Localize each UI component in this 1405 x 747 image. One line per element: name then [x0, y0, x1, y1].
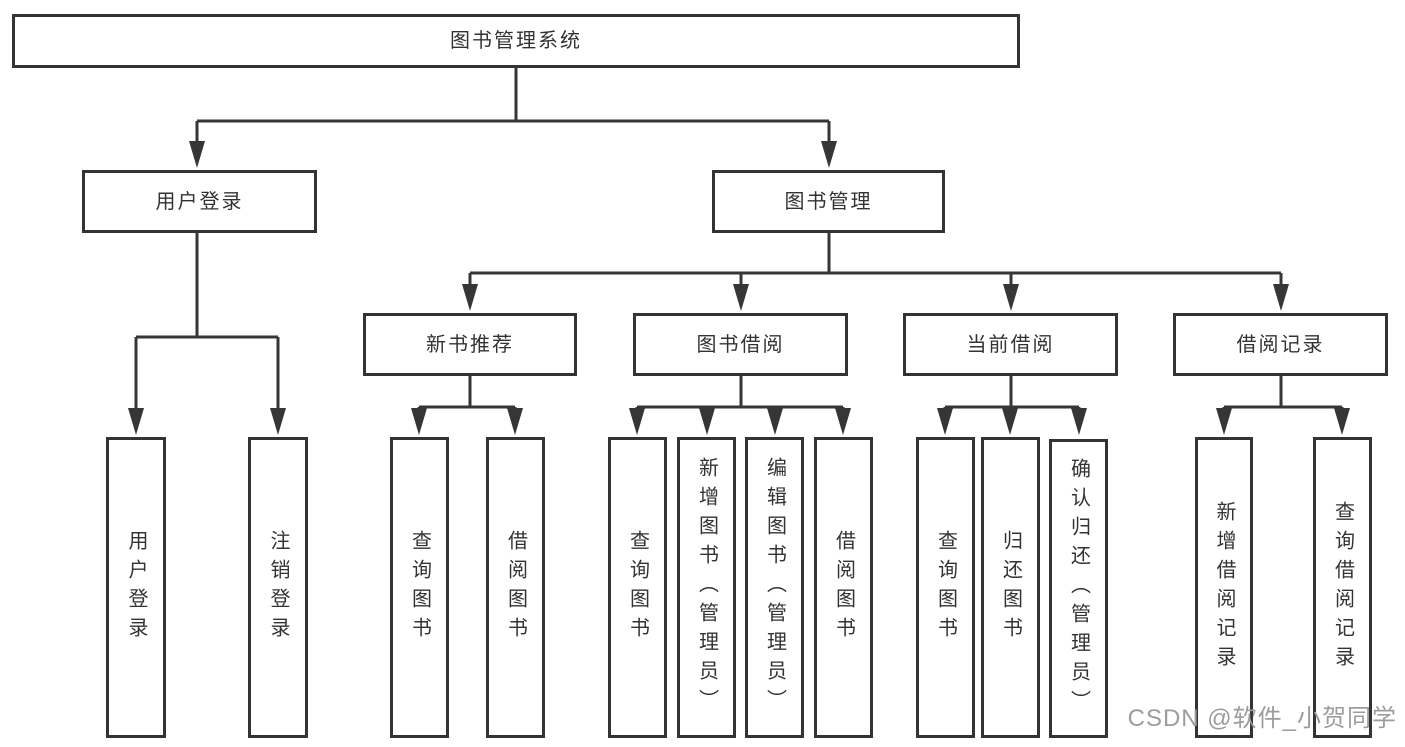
leaf-confirm-return-admin: 确认归还（管理员）	[1049, 439, 1108, 738]
leaf-add-borrow-record: 新增借阅记录	[1195, 437, 1253, 738]
leaf-add-book-admin-label: 新增图书（管理员）	[695, 457, 718, 718]
leaf-borrow-books-recommend-label: 借阅图书	[504, 529, 527, 646]
leaf-edit-book-admin: 编辑图书（管理员）	[745, 437, 804, 738]
leaf-return-book: 归还图书	[981, 437, 1040, 738]
leaf-confirm-return-admin-label: 确认归还（管理员）	[1067, 458, 1090, 719]
leaf-query-books-current: 查询图书	[916, 437, 975, 738]
node-library-management-system: 图书管理系统	[12, 14, 1020, 68]
leaf-add-book-admin: 新增图书（管理员）	[677, 437, 736, 738]
leaf-query-borrow-record-label: 查询借阅记录	[1331, 500, 1354, 675]
leaf-borrow-books-label: 借阅图书	[832, 529, 855, 646]
leaf-user-login-label: 用户登录	[125, 529, 147, 646]
leaf-query-books-borrow: 查询图书	[608, 437, 667, 738]
leaf-query-borrow-record: 查询借阅记录	[1313, 437, 1372, 738]
node-user-login-branch: 用户登录	[82, 170, 317, 233]
node-book-management: 图书管理	[712, 170, 945, 233]
node-book-borrow: 图书借阅	[633, 313, 848, 376]
leaf-query-books-recommend-label: 查询图书	[408, 529, 431, 646]
leaf-logout-label: 注销登录	[267, 529, 289, 646]
leaf-query-books-recommend: 查询图书	[390, 437, 449, 738]
leaf-query-books-current-label: 查询图书	[934, 529, 957, 646]
watermark: CSDN @软件_小贺同学	[1127, 705, 1397, 732]
node-borrow-records: 借阅记录	[1173, 313, 1388, 376]
leaf-return-book-label: 归还图书	[999, 529, 1022, 646]
leaf-logout: 注销登录	[248, 437, 308, 738]
node-new-book-recommend: 新书推荐	[363, 313, 577, 376]
leaf-borrow-books: 借阅图书	[814, 437, 873, 738]
leaf-query-books-borrow-label: 查询图书	[626, 529, 649, 646]
leaf-borrow-books-recommend: 借阅图书	[486, 437, 545, 738]
leaf-user-login: 用户登录	[106, 437, 166, 738]
leaf-edit-book-admin-label: 编辑图书（管理员）	[763, 457, 786, 718]
node-current-borrow: 当前借阅	[903, 313, 1118, 376]
leaf-add-borrow-record-label: 新增借阅记录	[1213, 500, 1235, 675]
